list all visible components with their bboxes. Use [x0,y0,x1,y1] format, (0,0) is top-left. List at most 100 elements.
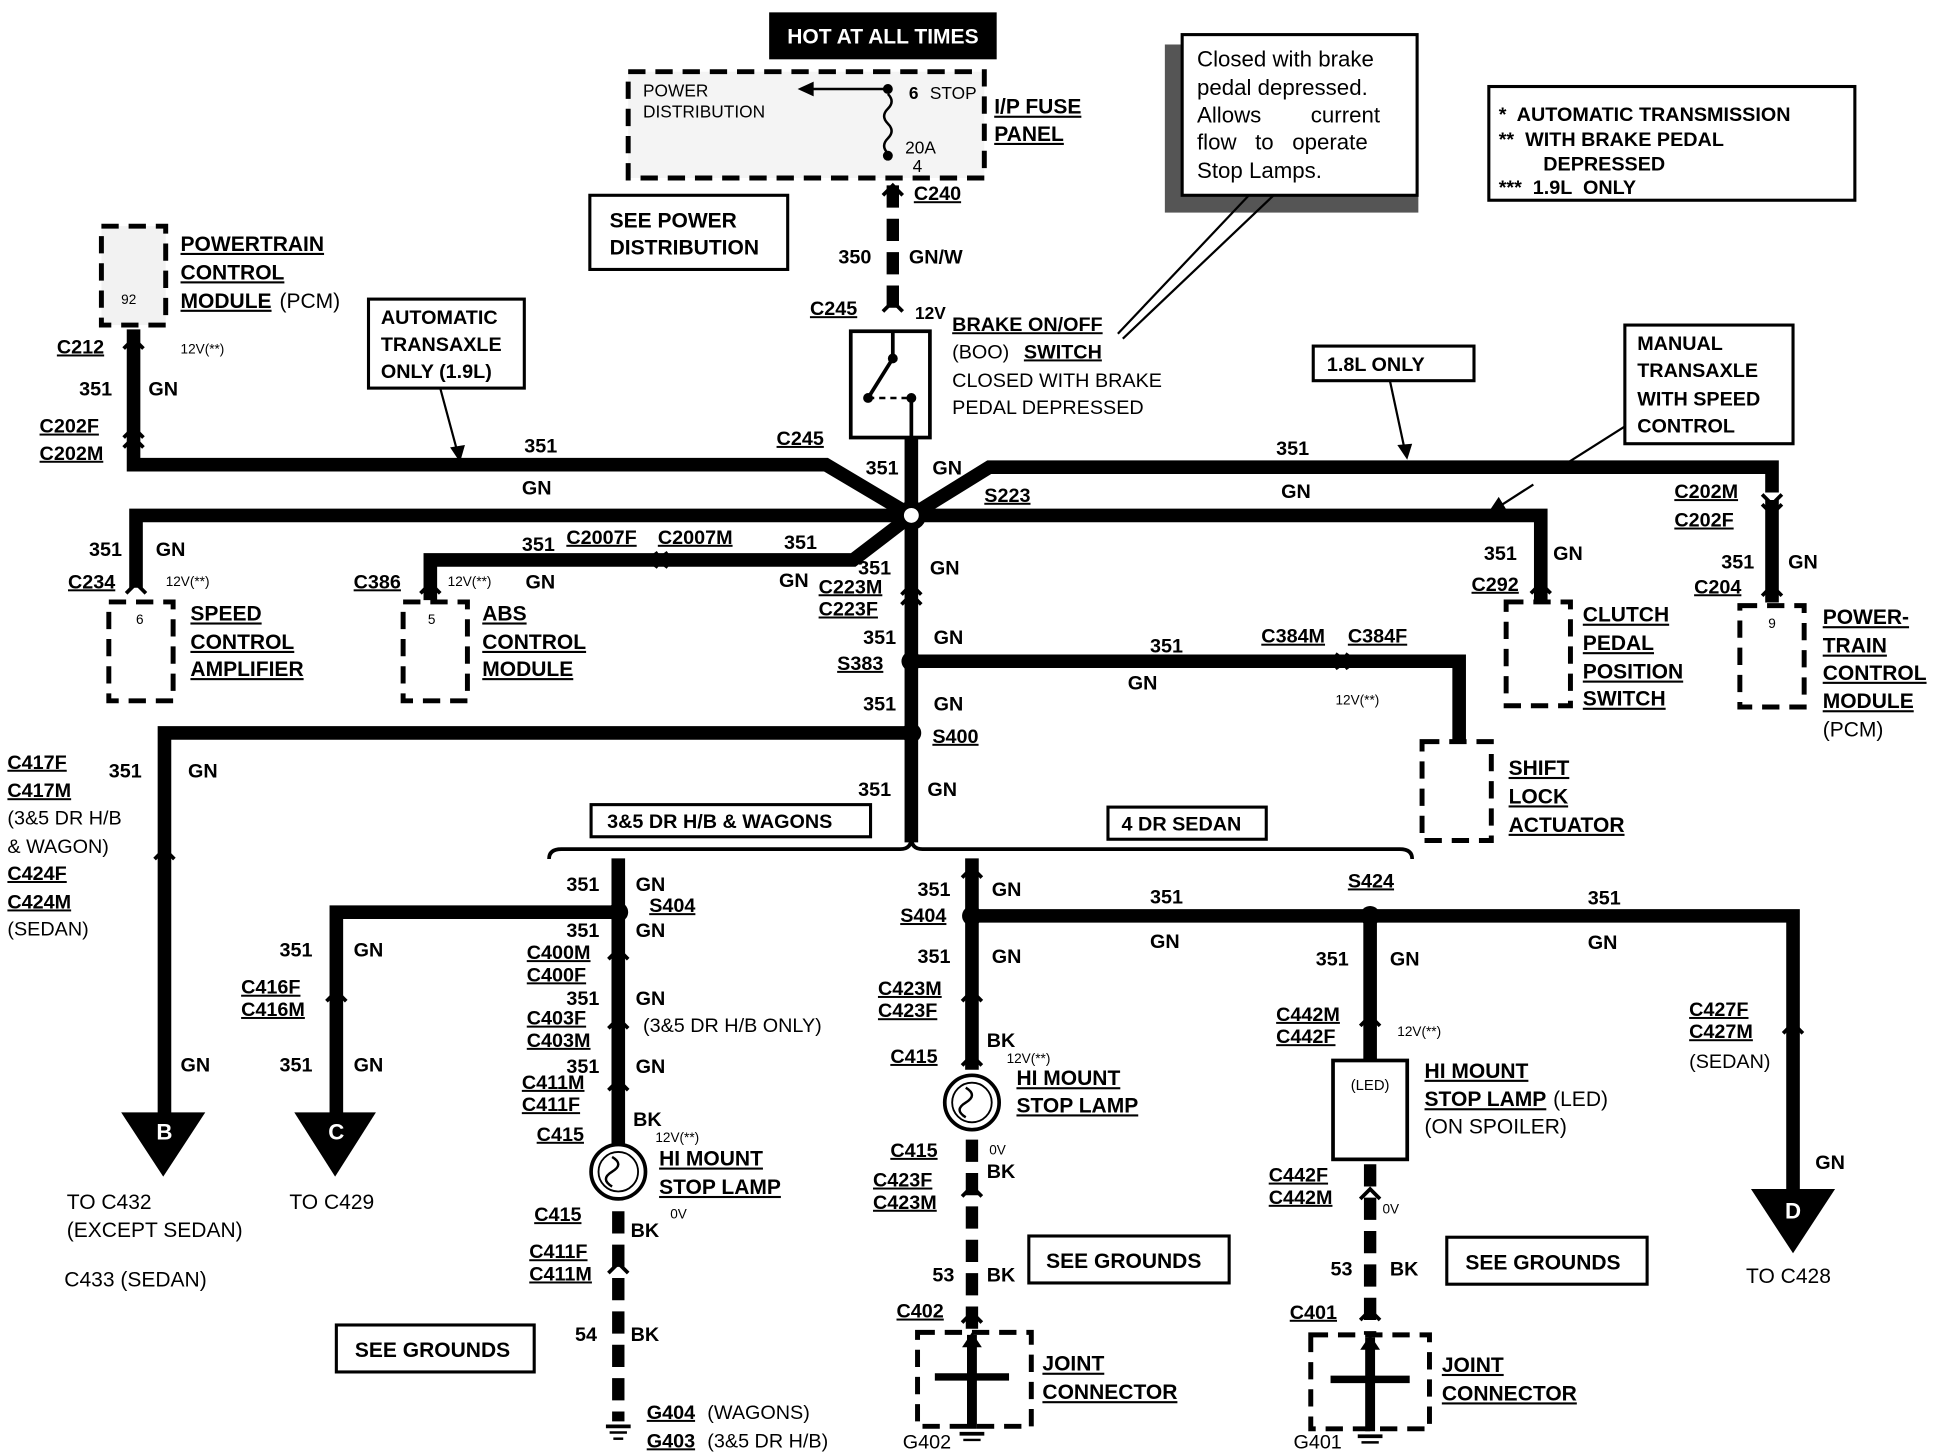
ip-fuse-panel: POWER DISTRIBUTION 6 STOP 20A 4 I/P FUSE… [625,69,1081,181]
legend-line1: * AUTOMATIC TRANSMISSION [1499,104,1791,126]
hb-zero: 0V [670,1207,687,1222]
trunk-left-num: 351 [524,435,557,457]
led-n1: 351 [1316,948,1349,970]
clutch-line1: CLUTCH [1583,604,1669,627]
pcm-left-wire-num: 351 [79,379,112,401]
abs-wire-color: GN [526,571,556,593]
pcm-right-wire-num: 351 [1721,552,1754,574]
led-lamp2b: (LED) [1553,1088,1608,1111]
manual-line1: MANUAL [1637,333,1723,355]
clutch-line4: SWITCH [1583,688,1666,711]
led-joint2: CONNECTOR [1442,1382,1577,1405]
manual-transaxle-box: MANUAL TRANSAXLE WITH SPEED CONTROL [1488,323,1795,512]
boo-line4: PEDAL DEPRESSED [952,397,1144,419]
sedan-c415a: C415 [890,1046,937,1068]
c-wire-num2: 351 [279,1055,312,1077]
hb-g1: GN [636,874,666,896]
automatic-transaxle-box: AUTOMATIC TRANSAXLE ONLY (1.9L) [366,297,526,463]
note-line1: Closed with brake [1197,47,1374,72]
g401-label: G401 [1293,1432,1341,1454]
see-power-distribution-box: SEE POWER DISTRIBUTION [588,193,790,271]
shift-lock-actuator: 351 GN C384M C384F 12V(**) SHIFT LOCK AC… [1128,626,1625,843]
d-letter: D [1785,1199,1801,1224]
pd-line2: DISTRIBUTION [643,101,765,121]
sedan-n1: 351 [918,879,951,901]
hb-g2: GN [636,920,666,942]
abs-line2: CONTROL [482,631,586,654]
hb-n4: 351 [566,1056,599,1078]
note-line4: flow to operate [1197,130,1368,155]
hb-n1: 351 [566,874,599,896]
abs-line1: ABS [482,602,526,625]
c423f2-label: C423F [873,1170,932,1192]
trunk-below-num: 351 [858,779,891,801]
hb-bk2: BK [631,1220,660,1242]
pcm-left-wire-color: GN [148,379,178,401]
clutch-wire-color: GN [1553,543,1583,565]
see-power-distribution-line1: SEE POWER [610,209,737,232]
c-wire-color2: GN [354,1055,384,1077]
led-lamp1: HI MOUNT [1425,1060,1529,1083]
sedan-lamp2: STOP LAMP [1016,1094,1138,1117]
s400-color: GN [934,694,964,716]
sedan-joint2: CONNECTOR [1042,1381,1177,1404]
b-to1: TO C432 [67,1191,152,1214]
manual-line2: TRANSAXLE [1637,360,1758,382]
c240-label: C240 [914,183,961,205]
pcm-left: 92 POWERTRAIN CONTROL MODULE (PCM) C212 … [40,223,340,465]
hb-bk3: BK [631,1324,660,1346]
hb-split-label: 3&5 DR H/B & WAGONS [607,811,832,833]
pd-line1: POWER [643,80,708,100]
abs-line3: MODULE [482,658,573,681]
hb-hi-mount-stop-lamp: 351 GN S404 351 GN C400M C400F 351 GN C4… [334,874,828,1452]
d-note: (SEDAN) [1689,1051,1770,1073]
sedan-bk3: BK [987,1265,1016,1287]
b-letter: B [156,1120,172,1145]
c416f-label: C416F [241,977,300,999]
clutch-wire-num: 351 [1484,543,1517,565]
note-line3: Allows current [1197,102,1381,127]
speed-control-amplifier: 6 351 GN C234 12V(**) SPEED CONTROL AMPL… [68,539,304,704]
sedan-zero: 0V [989,1142,1006,1157]
c-letter: C [328,1120,344,1145]
manual-line3: WITH SPEED [1637,388,1760,410]
c223-color: GN [930,558,960,580]
d-n1: 351 [1588,888,1621,910]
c234-label: C234 [68,571,115,593]
led-text: (LED) [1351,1078,1390,1094]
c223-num: 351 [858,558,891,580]
auto-line1: AUTOMATIC [381,307,498,329]
c424m-label: C424M [7,891,71,913]
c424f-label: C424F [7,863,66,885]
pcm-left-c212: C212 [57,336,104,358]
d-gn: GN [1815,1152,1845,1174]
c423m2-label: C423M [873,1192,937,1214]
hb-g4: GN [636,1056,666,1078]
led-joint1: JOINT [1442,1354,1504,1377]
legend-line4: *** 1.9L ONLY [1499,177,1636,199]
ip-fuse-panel-label-1: I/P FUSE [994,96,1081,119]
c427m-label: C427M [1689,1021,1753,1043]
shift-wire-color: GN [1128,673,1158,695]
hb-bk1: BK [633,1109,662,1131]
c411f2-label: C411F [529,1241,587,1263]
auto-line3: ONLY (1.9L) [381,361,492,383]
hb-only-note: (3&5 DR H/B ONLY) [643,1015,822,1037]
pcm-left-line1: POWERTRAIN [181,233,325,256]
c2007m-label: C2007M [658,527,733,549]
s424-label: S424 [1348,870,1394,892]
c442f-label: C442F [1276,1026,1335,1048]
speed-pin: 6 [136,612,144,627]
sedan-hi-mount-stop-lamp: 351 GN S404 351 GN 351 GN C423M C423F BK… [873,879,1231,1454]
legend-line2: ** WITH BRAKE PEDAL [1499,129,1724,151]
pcm-left-volts: 12V(**) [181,341,225,356]
g403-note: (3&5 DR H/B) [707,1430,828,1452]
c442m-label: C442M [1276,1004,1340,1026]
c204-label: C204 [1694,576,1741,598]
led-lamp3: (ON SPOILER) [1425,1115,1567,1138]
led-g1: GN [1390,948,1420,970]
sedan-bk2: BK [987,1161,1016,1183]
hot-label: HOT AT ALL TIMES [787,25,978,48]
g404-note: (WAGONS) [707,1402,810,1424]
